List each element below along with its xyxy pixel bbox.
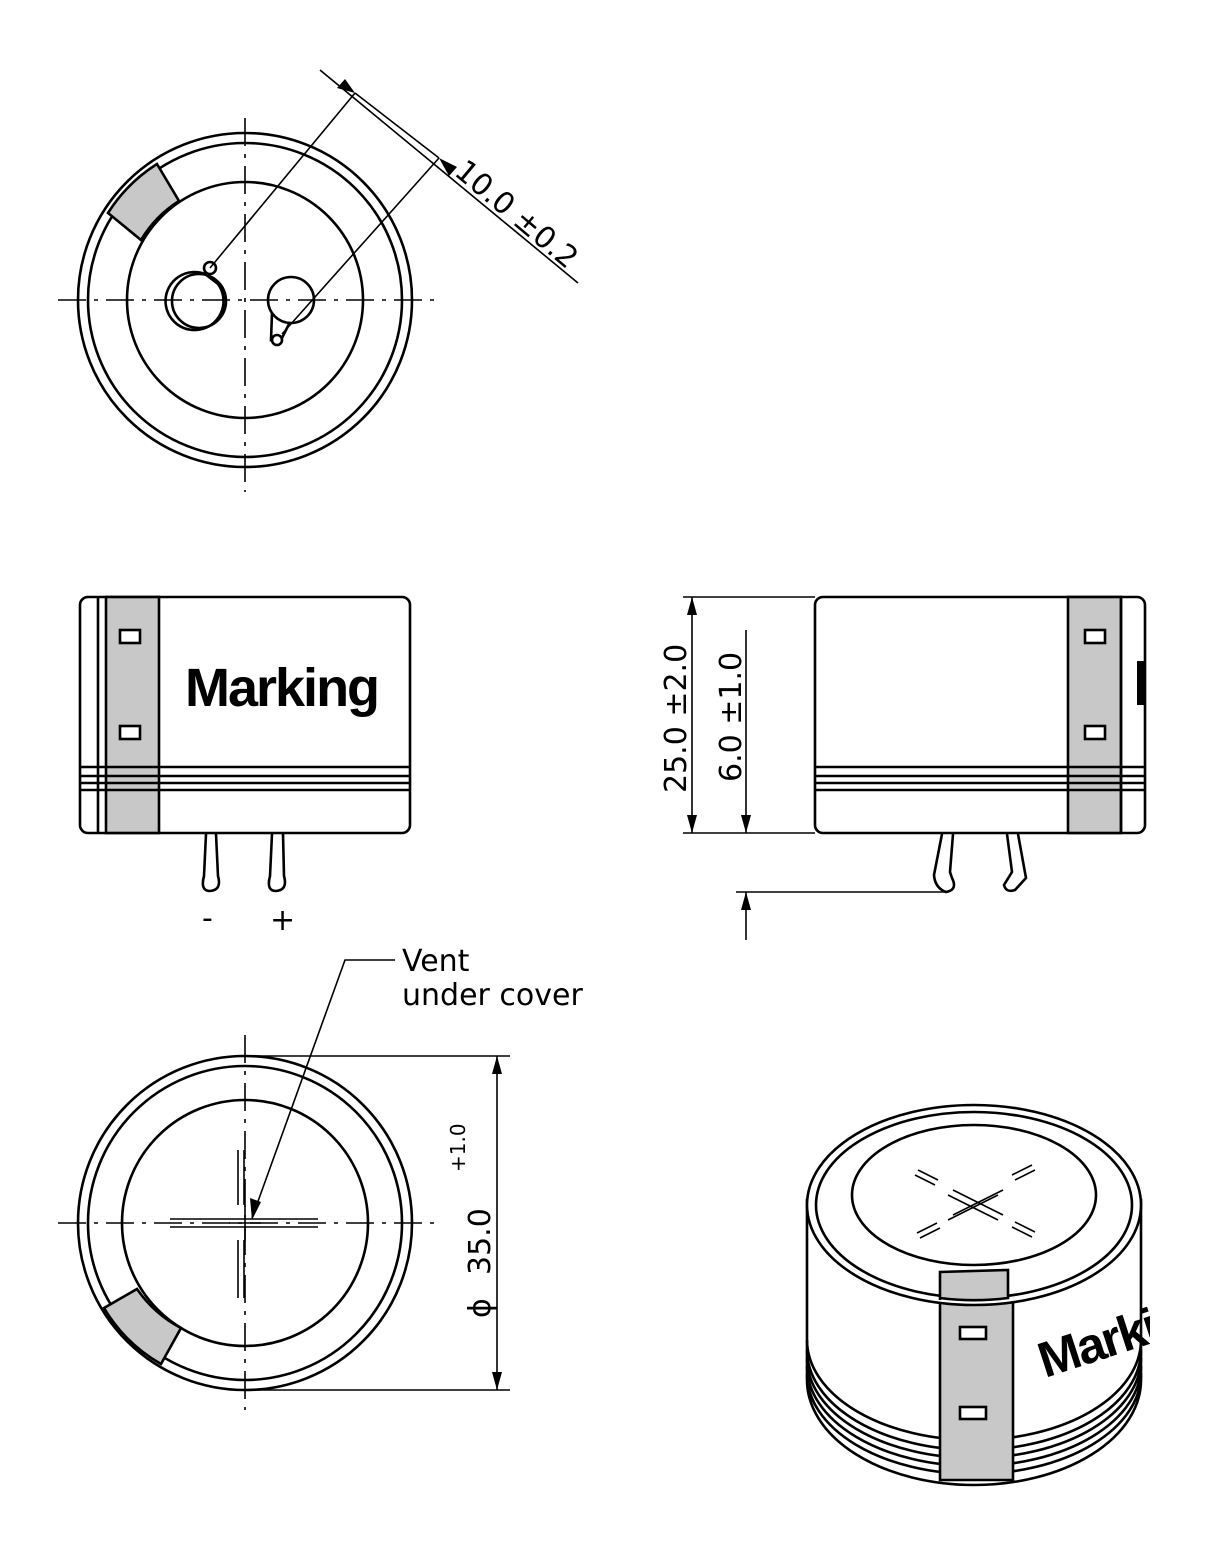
- front-side-view: Marking - +: [78, 595, 412, 938]
- vent-callout: [250, 959, 395, 1220]
- lead-positive-label: +: [270, 903, 295, 938]
- lead-spacing-dimension: [209, 69, 579, 335]
- side-body: [813, 595, 1147, 835]
- side-marking-edge: [1137, 661, 1145, 705]
- front-band-slot-bottom: [118, 724, 142, 741]
- right-side-view: 25.0 ±2.0 6.0 ±1.0: [659, 595, 1147, 940]
- diameter-dimension: [245, 1055, 510, 1391]
- iso-inner-disc: [850, 1123, 1098, 1267]
- bottom-polarity-band: [102, 1287, 183, 1366]
- diameter-tolerance: +1.0: [446, 1123, 470, 1172]
- lead-length-dimension: [736, 630, 945, 940]
- height-dimension: [683, 596, 815, 834]
- lead-spacing-label: 10.0 ±0.2: [448, 153, 585, 276]
- positive-lead-top: [266, 275, 316, 347]
- bottom-view: ϕ 35.0 +1.0: [58, 1035, 510, 1410]
- diameter-symbol: ϕ: [463, 1298, 498, 1318]
- side-lead-2: [1002, 833, 1028, 893]
- front-band-slot-top: [118, 628, 142, 645]
- top-polarity-band: [106, 162, 181, 242]
- isometric-view: Marki: [805, 1103, 1150, 1487]
- front-positive-lead: [267, 833, 287, 893]
- height-label: 25.0 ±2.0: [659, 644, 694, 793]
- top-view: 10.0 ±0.2: [58, 69, 585, 492]
- side-lead-1: [932, 833, 956, 894]
- lead-negative-label: -: [202, 901, 213, 936]
- diameter-label: 35.0: [463, 1208, 498, 1275]
- negative-lead-top: [164, 260, 228, 332]
- iso-vent-pattern: [914, 1164, 1036, 1239]
- front-negative-lead: [201, 833, 221, 893]
- vent-pattern: [170, 1150, 318, 1298]
- front-body: [78, 595, 412, 835]
- iso-top-band: [938, 1268, 1010, 1302]
- lead-length-label: 6.0 ±1.0: [714, 652, 749, 782]
- front-marking-text: Marking: [185, 658, 378, 718]
- vent-label-line2: under cover: [402, 978, 583, 1013]
- vent-label-line1: Vent: [402, 944, 470, 979]
